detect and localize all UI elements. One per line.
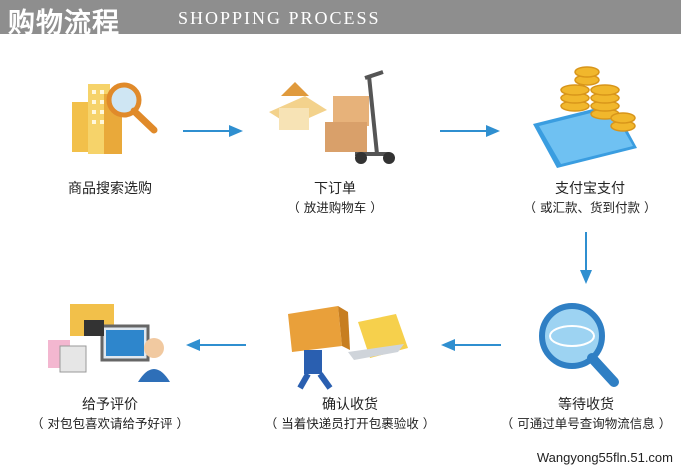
rating-computer-icon	[48, 304, 170, 382]
hand-truck-icon	[269, 70, 395, 164]
step-sublabel: （ 当着快递员打开包裹验收 ）	[264, 416, 436, 431]
arrow-left-2	[186, 339, 246, 351]
arrow-left-1	[441, 339, 501, 351]
step-label: 下订单	[314, 181, 356, 197]
step-confirm: 确认收货 （ 当着快递员打开包裹验收 ）	[245, 396, 455, 432]
arrow-down	[580, 232, 592, 284]
step-label: 商品搜索选购	[68, 181, 152, 197]
header-bar: 购物流程 SHOPPING PROCESS	[0, 0, 681, 39]
courier-delivery-icon	[288, 306, 408, 390]
step-search: 商品搜索选购	[40, 180, 180, 198]
step-sublabel: （ 可通过单号查询物流信息 ）	[500, 416, 672, 431]
step-label: 等待收货	[558, 397, 614, 413]
page-subtitle: SHOPPING PROCESS	[178, 8, 381, 28]
step-order: 下订单 （ 放进购物车 ）	[250, 180, 420, 216]
step-label: 确认收货	[322, 397, 378, 413]
arrow-right-1	[183, 125, 243, 137]
step-sublabel: （ 对包包喜欢请给予好评 ）	[31, 416, 189, 431]
step-label: 给予评价	[82, 397, 138, 413]
step-review: 给予评价 （ 对包包喜欢请给予好评 ）	[15, 396, 205, 432]
step-sublabel: （ 放进购物车 ）	[287, 200, 383, 215]
page-title: 购物流程	[8, 8, 120, 39]
magnifier-globe-icon	[539, 303, 619, 387]
step-label: 支付宝支付	[555, 181, 625, 197]
watermark: Wangyong55fln.51.com	[536, 450, 673, 465]
coins-card-icon	[533, 66, 637, 168]
step-sublabel: （ 或汇款、货到付款 ）	[523, 200, 657, 215]
arrow-right-2	[440, 125, 500, 137]
step-payment: 支付宝支付 （ 或汇款、货到付款 ）	[505, 180, 675, 216]
step-waiting: 等待收货 （ 可通过单号查询物流信息 ）	[491, 396, 681, 432]
search-buildings-icon	[72, 82, 158, 154]
